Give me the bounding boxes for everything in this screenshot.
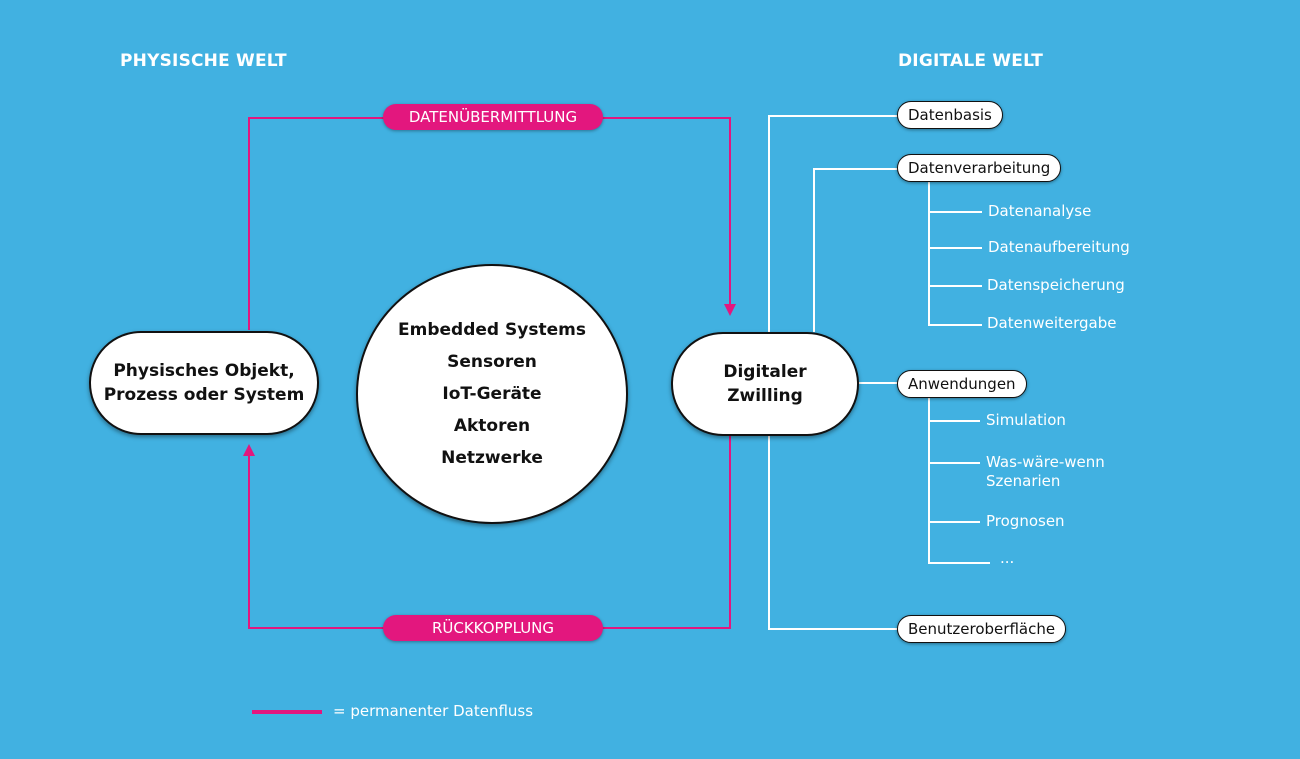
sub-datenweitergabe: Datenweitergabe	[987, 314, 1117, 332]
arrow-up-icon	[243, 444, 255, 456]
node-physical-line1: Physisches Objekt,	[113, 361, 295, 381]
heading-digital-world: DIGITALE WELT	[898, 51, 1044, 71]
node-twin-line1: Digitaler	[723, 362, 807, 382]
sub-datenspeicherung: Datenspeicherung	[987, 276, 1125, 294]
tag-anwendungen[interactable]: Anwendungen	[897, 370, 1027, 398]
node-twin-line2: Zwilling	[727, 386, 803, 406]
tree-line-datenbasis	[768, 115, 898, 335]
center-item: IoT-Geräte	[442, 384, 542, 404]
node-physical-line2: Prozess oder System	[103, 385, 305, 405]
sub-datenanalyse: Datenanalyse	[988, 202, 1092, 220]
tree-line-benutzer	[768, 432, 898, 630]
node-physical-object[interactable]: Physisches Objekt, Prozess oder System	[89, 331, 319, 435]
node-center-technologies[interactable]: Embedded Systems Sensoren IoT-Geräte Akt…	[356, 264, 628, 524]
heading-physical-world: PHYSISCHE WELT	[120, 51, 287, 71]
center-item: Netzwerke	[441, 448, 543, 468]
tag-datenbasis[interactable]: Datenbasis	[897, 101, 1003, 129]
center-item: Embedded Systems	[398, 320, 586, 340]
sub-simulation: Simulation	[986, 411, 1066, 429]
node-digital-twin[interactable]: Digitaler Zwilling	[671, 332, 859, 436]
tag-benutzeroberflaeche[interactable]: Benutzeroberfläche	[897, 615, 1067, 643]
center-item: Aktoren	[453, 416, 531, 436]
tag-datenverarbeitung[interactable]: Datenverarbeitung	[897, 154, 1062, 182]
arrow-down-icon	[724, 304, 736, 316]
flow-label-datenuebermittlung: DATENÜBERMITTLUNG	[383, 104, 603, 130]
flow-label-rueckkopplung: RÜCKKOPPLUNG	[383, 615, 603, 641]
sub-szenarien: Szenarien	[986, 472, 1061, 490]
sub-was-waere-wenn: Was-wäre-wenn	[986, 453, 1105, 471]
sub-datenaufbereitung: Datenaufbereitung	[988, 238, 1130, 256]
tree-line-datenverarbeitung	[813, 168, 898, 332]
sub-more: ...	[1000, 549, 1015, 567]
center-item: Sensoren	[447, 352, 537, 372]
sub-prognosen: Prognosen	[986, 512, 1065, 530]
legend-label: = permanenter Datenfluss	[333, 702, 534, 720]
